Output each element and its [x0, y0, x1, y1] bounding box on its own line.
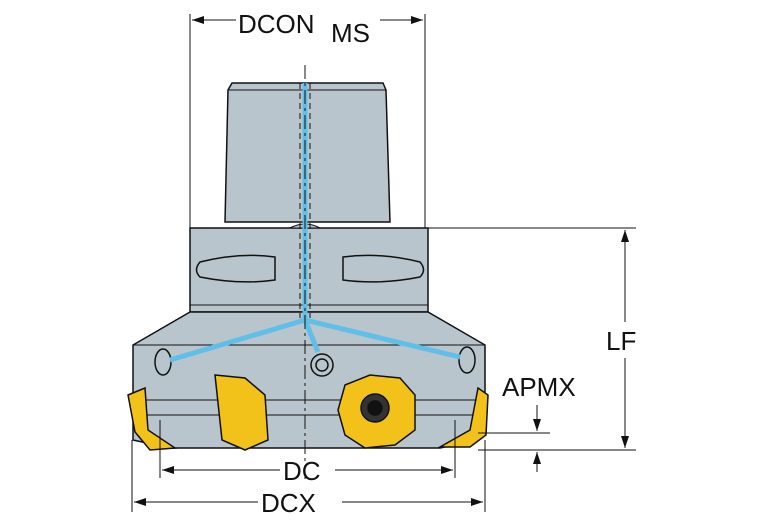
insert-left — [127, 386, 178, 451]
dcon-label: DCON — [238, 9, 315, 39]
dc-label: DC — [283, 456, 321, 486]
dimension-lines — [131, 14, 636, 512]
key-slot-right — [342, 254, 425, 283]
coolant-hole-right — [458, 346, 476, 374]
insert-center-left — [214, 374, 269, 451]
dcon-subscript: MS — [331, 18, 370, 48]
inserts — [127, 374, 489, 451]
key-slot-left — [195, 254, 276, 283]
cutter-body — [132, 82, 486, 449]
apmx-label: APMX — [502, 372, 576, 402]
lf-label: LF — [606, 326, 636, 356]
insert-right — [437, 386, 489, 448]
dcx-label: DCX — [261, 488, 316, 518]
coolant-hole-left — [154, 348, 172, 376]
